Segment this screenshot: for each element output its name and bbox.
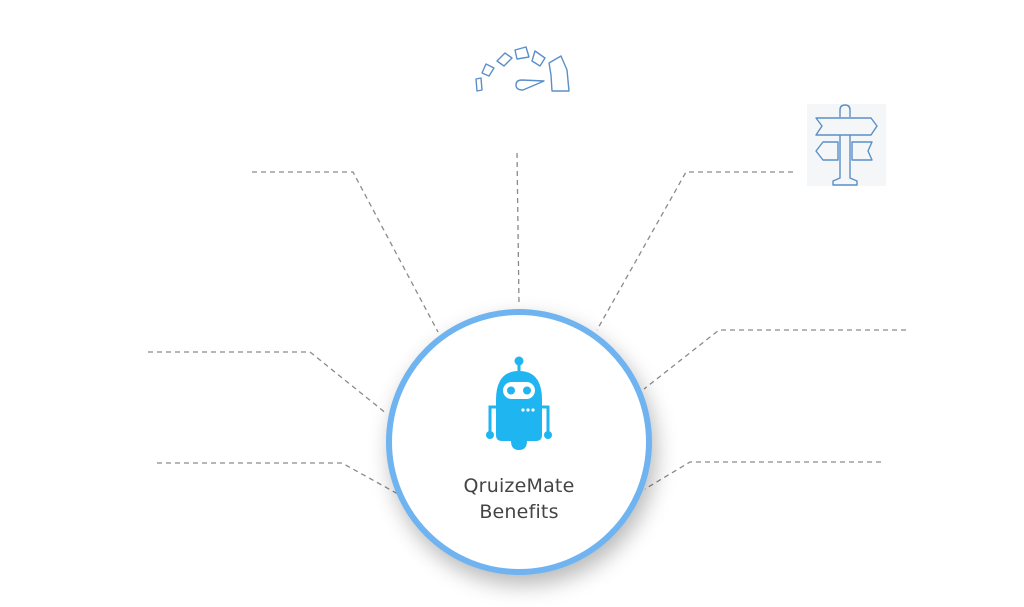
- speedometer-icon: [475, 46, 570, 92]
- signpost-icon: [815, 104, 878, 186]
- connector-mid-left: [148, 351, 388, 415]
- connector-top: [516, 152, 520, 306]
- connector-bottom-left: [157, 462, 399, 495]
- hub-title-line2: Benefits: [479, 501, 559, 523]
- robot-icon: [486, 356, 552, 450]
- connector-bottom-right: [644, 461, 881, 490]
- connector-top-right: [596, 171, 793, 331]
- signpost-background: [807, 104, 886, 186]
- connector-mid-right: [643, 329, 906, 390]
- hub-title-line1: QruizeMate: [463, 475, 575, 497]
- hub-title: QruizeMate Benefits: [392, 473, 646, 525]
- hub-circle: QruizeMate Benefits: [386, 309, 652, 575]
- connector-top-left: [252, 171, 439, 333]
